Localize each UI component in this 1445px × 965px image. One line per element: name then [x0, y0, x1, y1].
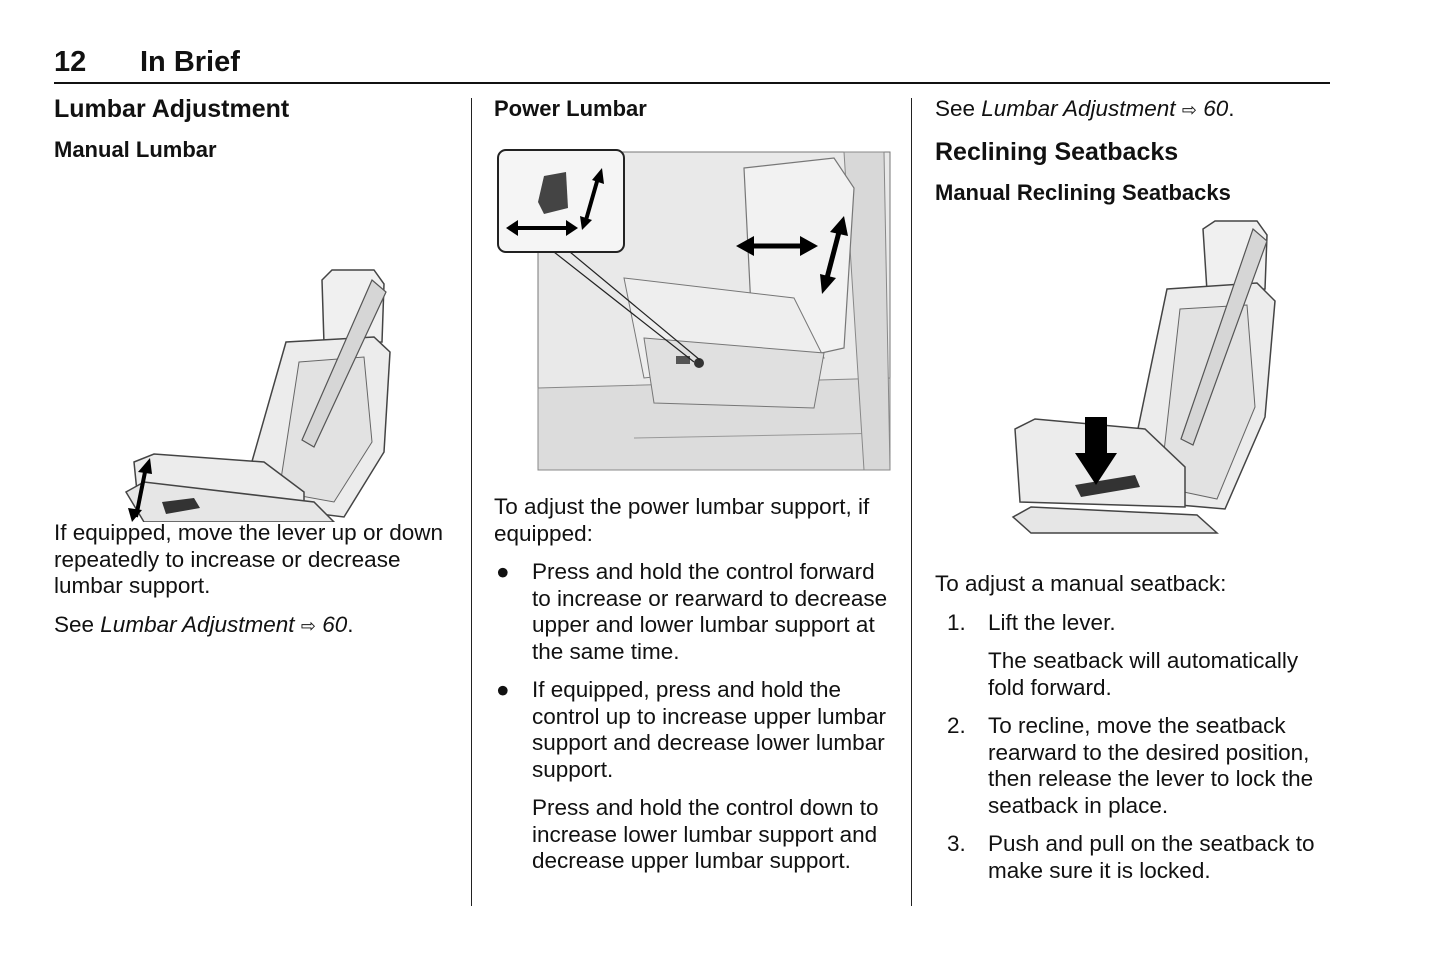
- reclining-steps-cont: 2. To recline, move the seatback rearward…: [935, 713, 1335, 884]
- page-ref[interactable]: 60: [322, 611, 348, 637]
- manual-lumbar-heading: Manual Lumbar: [54, 137, 217, 162]
- power-lumbar-heading: Power Lumbar: [494, 96, 647, 121]
- header-rule: [54, 82, 1330, 84]
- step-number: 3.: [947, 831, 966, 856]
- column-divider-2: [911, 98, 912, 906]
- list-item: 2. To recline, move the seatback rearward…: [935, 713, 1335, 819]
- power-lumbar-bullets: ● Press and hold the control forward to i…: [494, 559, 894, 783]
- section-title: In Brief: [140, 46, 240, 78]
- manual-lumbar-body: If equipped, move the lever up or down r…: [54, 520, 443, 598]
- list-item: 1. Lift the lever.: [935, 610, 1335, 637]
- see-prefix: See: [54, 611, 101, 637]
- power-lumbar-intro: To adjust the power lumbar support, if e…: [494, 494, 870, 546]
- column-divider-1: [471, 98, 472, 906]
- step-text: To recline, move the seatback rearward t…: [988, 713, 1314, 818]
- page-number: 12: [54, 46, 87, 78]
- see-reference-2: See Lumbar Adjustment ⇨ 60.: [935, 92, 1335, 127]
- page-ref-arrow-icon: ⇨: [300, 615, 316, 636]
- manual-reclining-seat-figure: [1011, 220, 1276, 534]
- step-text: Lift the lever.: [988, 609, 1116, 635]
- list-item: 3. Push and pull on the seatback to make …: [935, 831, 1335, 884]
- power-lumbar-extra: Press and hold the control down to incre…: [532, 795, 879, 873]
- list-item: ● Press and hold the control forward to i…: [494, 559, 894, 665]
- reclining-seatbacks-heading: Reclining Seatbacks: [935, 138, 1179, 166]
- list-item: ● If equipped, press and hold the control…: [494, 677, 894, 783]
- column-2: Power Lumbar: [494, 92, 894, 875]
- lumbar-adjustment-link[interactable]: Lumbar Adjustment: [100, 611, 295, 637]
- page-ref-arrow-icon: ⇨: [1181, 100, 1197, 120]
- step-text: Push and pull on the seatback to make su…: [988, 831, 1315, 883]
- page-ref[interactable]: 60: [1203, 96, 1229, 121]
- step-number: 1.: [947, 609, 966, 635]
- bullet-text: If equipped, press and hold the control …: [532, 677, 886, 782]
- column-1: Lumbar Adjustment Manual Lumbar If equip…: [54, 92, 444, 639]
- see-prefix: See: [935, 96, 982, 121]
- step-number: 2.: [947, 713, 966, 738]
- page-header: 12 In Brief: [54, 46, 1330, 82]
- lumbar-adjustment-link[interactable]: Lumbar Adjustment: [981, 96, 1176, 121]
- see-period: .: [1228, 96, 1235, 121]
- column-3: See Lumbar Adjustment ⇨ 60. Reclining Se…: [935, 92, 1335, 884]
- see-reference-1: See Lumbar Adjustment ⇨ 60.: [54, 612, 444, 640]
- bullet-text: Press and hold the control forward to in…: [532, 559, 888, 664]
- lumbar-adjustment-heading: Lumbar Adjustment: [54, 95, 290, 123]
- reclining-intro: To adjust a manual seatback:: [935, 571, 1227, 596]
- manual-reclining-heading: Manual Reclining Seatbacks: [935, 180, 1231, 205]
- bullet-icon: ●: [496, 677, 510, 702]
- step-1-note: The seatback will automatically fold for…: [988, 648, 1299, 700]
- bullet-icon: ●: [496, 559, 510, 584]
- power-lumbar-figure: [497, 149, 891, 471]
- manual-lumbar-seat-figure: [124, 269, 391, 522]
- reclining-steps: 1. Lift the lever.: [935, 610, 1335, 637]
- see-period: .: [347, 611, 354, 637]
